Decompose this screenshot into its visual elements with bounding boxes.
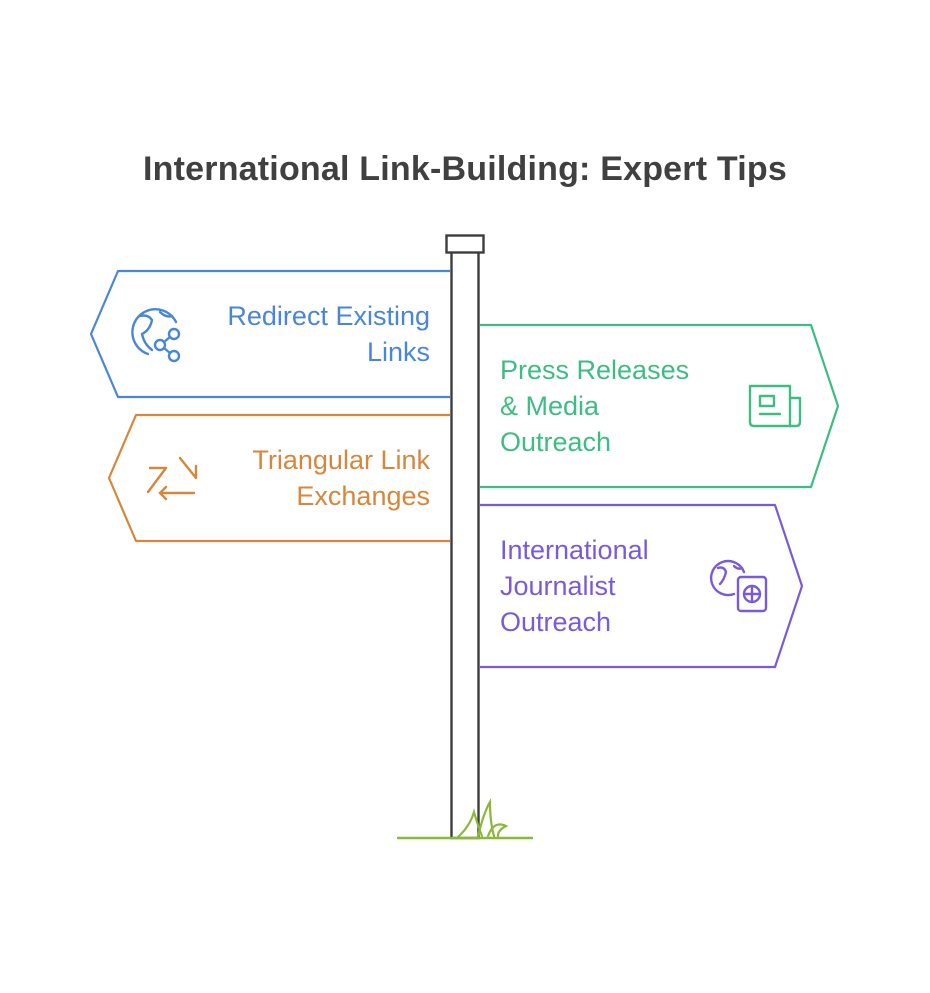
sign-label-line: Redirect Existing bbox=[227, 301, 430, 331]
diagram-title: International Link-Building: Expert Tips bbox=[143, 150, 787, 188]
sign-label-line: & Media bbox=[500, 391, 600, 421]
newspaper-icon bbox=[748, 384, 802, 428]
sign-label-line: International bbox=[500, 535, 649, 565]
sign-press-releases bbox=[480, 323, 840, 489]
sign-redirect-existing-links bbox=[89, 269, 450, 399]
sign-label-line: Triangular Link bbox=[252, 445, 430, 475]
sign-label-line: Journalist bbox=[500, 571, 616, 601]
sign-label-triangular-link-exchanges: Triangular Link Exchanges bbox=[190, 442, 430, 514]
sign-triangular-link-exchanges bbox=[107, 413, 450, 543]
sign-label-line: Press Releases bbox=[500, 355, 690, 385]
sign-label-line: Exchanges bbox=[296, 481, 430, 511]
sign-label-redirect-existing-links: Redirect Existing Links bbox=[190, 298, 430, 370]
sign-label-international-journalist-outreach: International Journalist Outreach bbox=[500, 532, 705, 640]
sign-label-line: Outreach bbox=[500, 607, 612, 637]
sign-label-press-releases: Press Releases & Media Outreach bbox=[500, 352, 730, 460]
sign-label-line: Links bbox=[366, 337, 430, 367]
sign-label-line: Outreach bbox=[500, 427, 612, 457]
globe-passport-icon bbox=[709, 559, 768, 613]
globe-share-icon bbox=[131, 308, 181, 363]
sign-international-journalist-outreach bbox=[480, 503, 804, 669]
exchange-arrows-icon bbox=[146, 456, 198, 501]
signpost-pole bbox=[445, 234, 485, 840]
grass-ground bbox=[396, 798, 534, 840]
